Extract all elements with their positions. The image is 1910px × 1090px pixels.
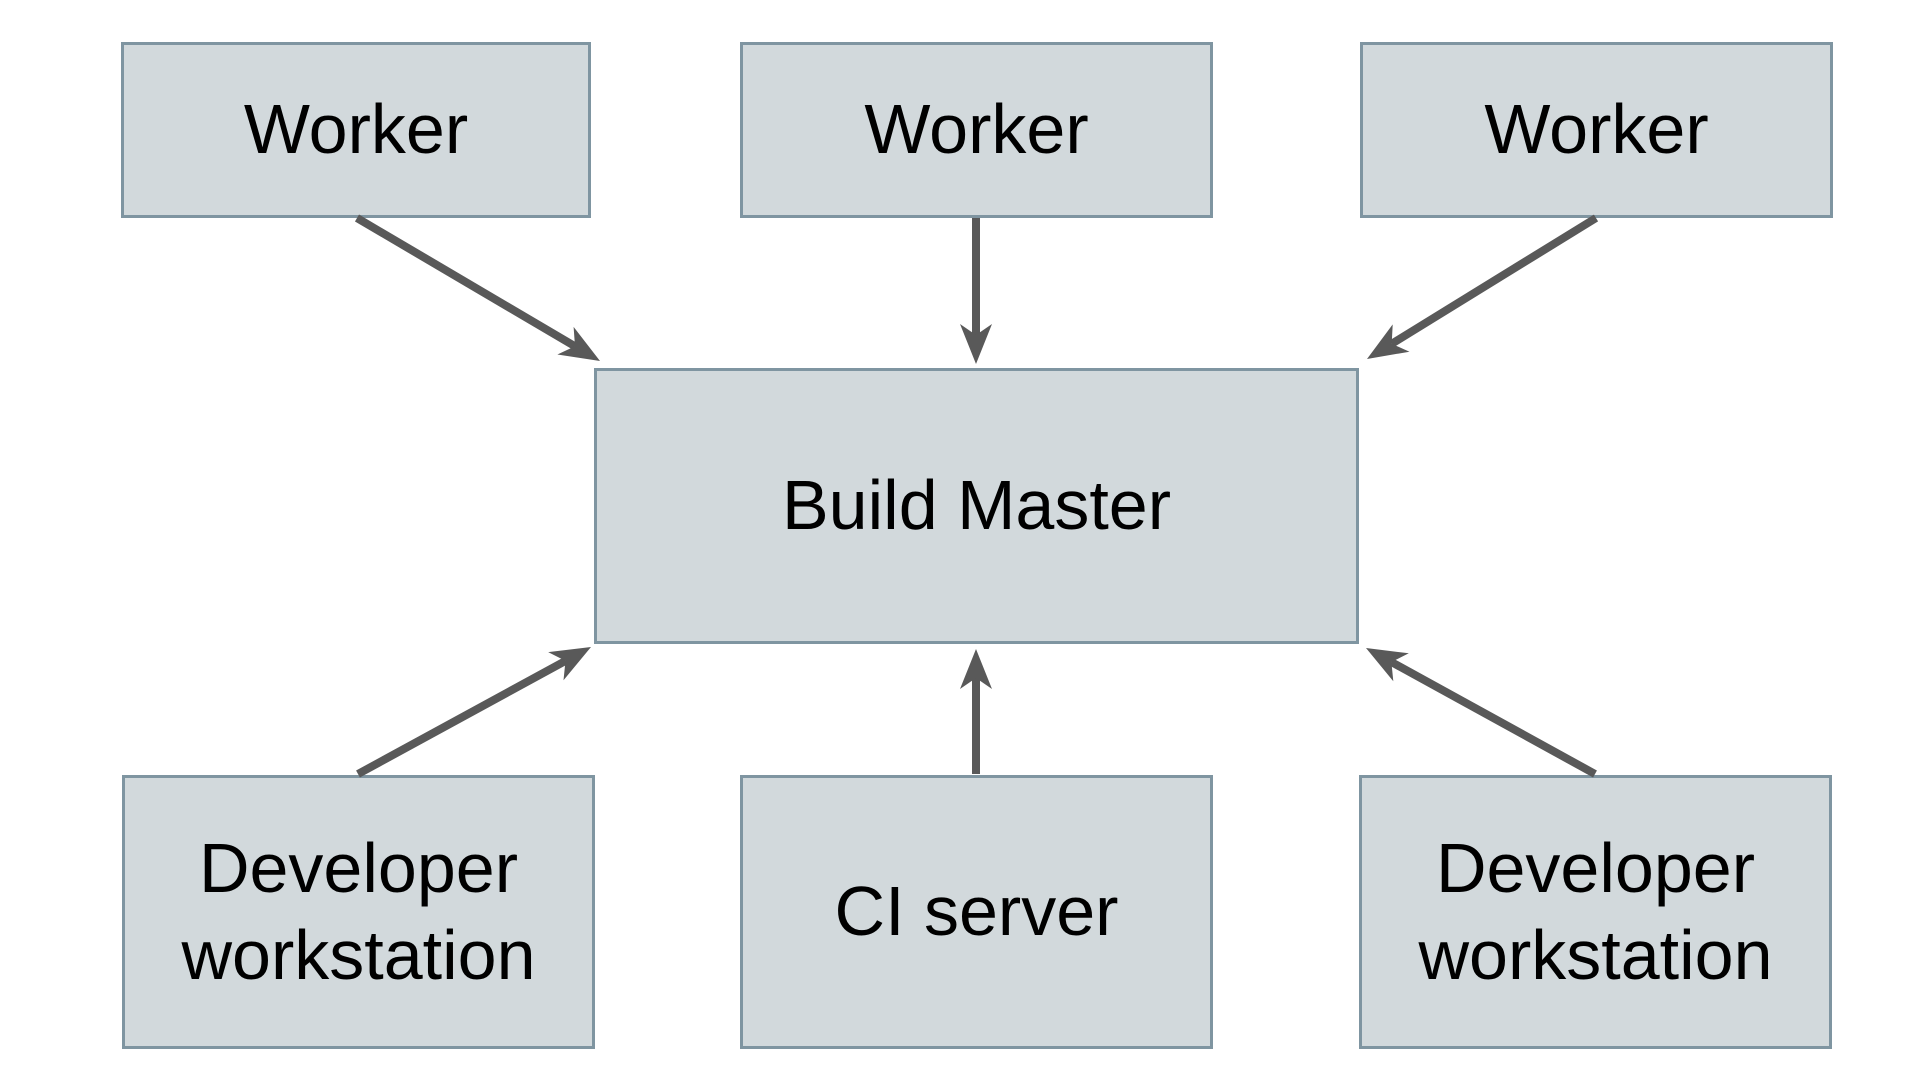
arrow-worker-2-to-build-master — [960, 218, 992, 364]
node-developer-workstation-1: Developer workstation — [122, 775, 595, 1049]
node-worker-3-label: Worker — [1484, 90, 1709, 169]
node-developer-workstation-2: Developer workstation — [1359, 775, 1832, 1049]
node-worker-2: Worker — [740, 42, 1213, 218]
node-worker-2-label: Worker — [864, 90, 1089, 169]
arrow-ci-server-to-build-master — [960, 649, 992, 774]
arrow-developer-workstation-1-to-build-master — [356, 647, 591, 778]
node-ci-server: CI server — [740, 775, 1213, 1049]
node-worker-1-label: Worker — [243, 90, 469, 169]
arrow-developer-workstation-2-to-build-master — [1366, 648, 1597, 778]
arrow-worker-1-to-build-master — [354, 214, 600, 361]
node-build-master-label: Build Master — [781, 466, 1172, 545]
node-build-master: Build Master — [594, 368, 1359, 644]
arrow-worker-3-to-build-master — [1367, 214, 1599, 359]
node-worker-1: Worker — [121, 42, 591, 218]
node-developer-workstation-2-label: Developer workstation — [1418, 828, 1773, 995]
node-developer-workstation-1-label: Developer workstation — [181, 828, 536, 995]
node-ci-server-label: CI server — [834, 872, 1119, 951]
node-worker-3: Worker — [1360, 42, 1833, 218]
